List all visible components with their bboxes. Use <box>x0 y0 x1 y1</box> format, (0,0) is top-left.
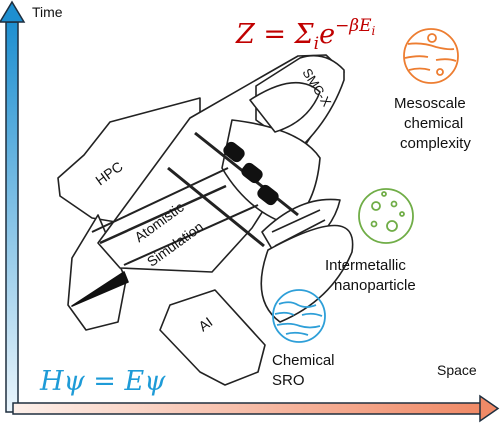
window-2 <box>241 162 263 184</box>
space-shuttle <box>57 54 354 386</box>
regime-3-line2: SRO <box>272 372 305 389</box>
sro-icon <box>272 289 326 343</box>
regime-1-line2: chemical <box>404 115 463 132</box>
regime-3-line1: Chemical <box>272 352 335 369</box>
schrodinger-equation: Hψ = Eψ <box>39 366 166 397</box>
window-1 <box>223 141 245 163</box>
nanoparticle-icon <box>358 188 414 244</box>
time-axis-label: Time <box>32 4 63 20</box>
regime-2-line1: Intermetallic <box>325 257 406 274</box>
belly-pod <box>260 224 354 323</box>
cockpit-dome <box>221 119 321 226</box>
regime-2-line2: nanoparticle <box>334 277 416 294</box>
lower-wing <box>159 289 266 386</box>
window-3 <box>257 184 279 206</box>
regime-1-line1: Mesoscale <box>394 95 466 112</box>
time-axis <box>0 0 26 413</box>
cockpit-windows <box>223 141 279 206</box>
space-axis-label: Space <box>437 362 477 378</box>
exhaust-nozzle <box>71 271 129 307</box>
regime-1-line3: complexity <box>400 135 471 152</box>
planet-icon <box>403 28 459 84</box>
space-axis <box>12 394 500 423</box>
upper-engine-pod <box>249 81 321 133</box>
partition-function-equation: Z = Σie−βEi <box>235 16 376 54</box>
